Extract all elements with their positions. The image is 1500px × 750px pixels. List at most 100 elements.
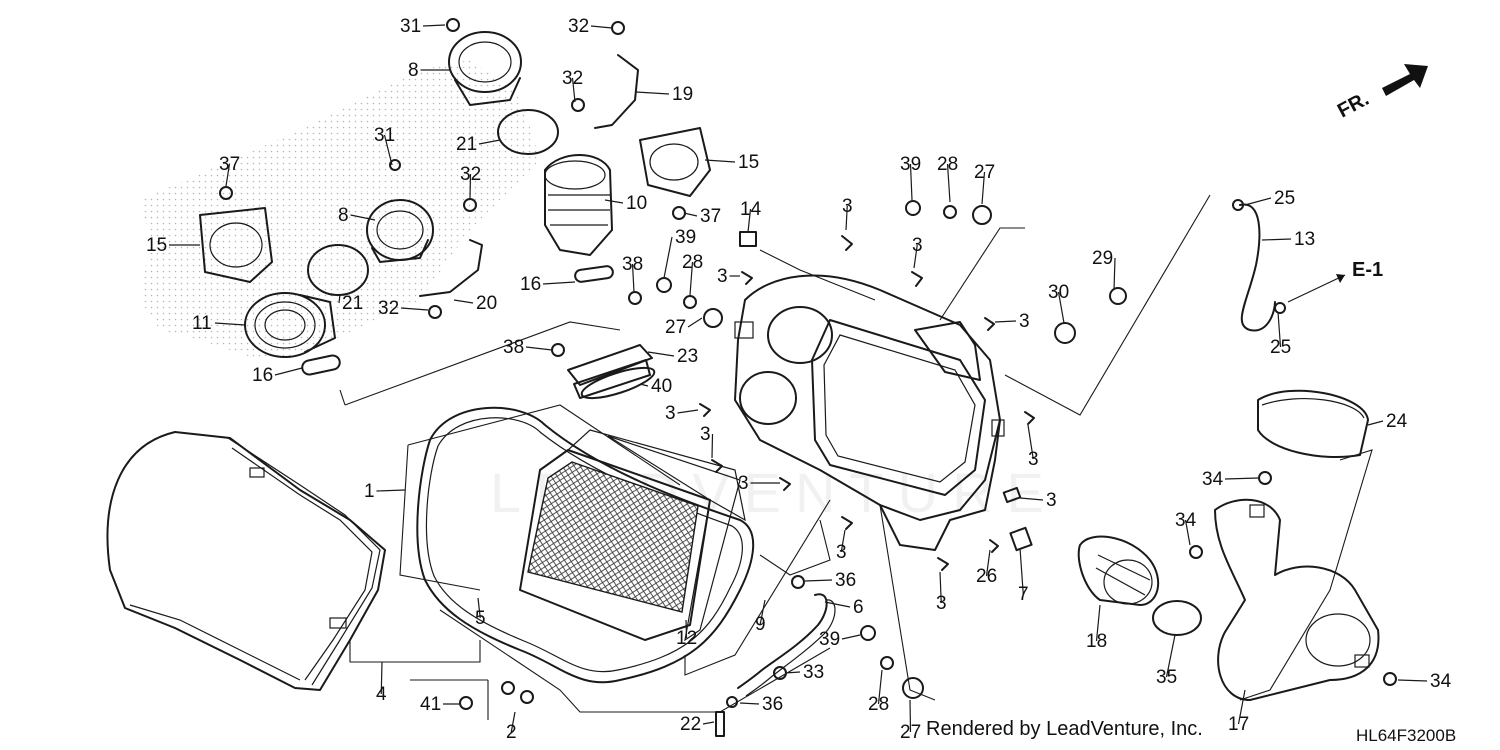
leader-line: [1019, 547, 1024, 595]
leader-line: [525, 346, 553, 351]
callout-3: 3: [842, 196, 853, 217]
callout-11: 11: [192, 313, 212, 334]
callout-7: 7: [1018, 584, 1029, 605]
callout-35: 35: [1156, 667, 1177, 688]
callout-8: 8: [338, 205, 349, 226]
callout-17: 17: [1228, 714, 1249, 735]
callout-39: 39: [819, 629, 840, 650]
leader-line: [1019, 497, 1044, 501]
leader-line: [604, 199, 624, 204]
gasket-seal-inner: [425, 417, 743, 673]
leader-line: [685, 619, 688, 639]
callout-36: 36: [835, 570, 856, 591]
callout-34: 34: [1175, 510, 1197, 531]
callout-24: 24: [1386, 411, 1408, 432]
leader-line: [909, 699, 912, 733]
callout-40: 40: [651, 376, 672, 397]
callout-32: 32: [568, 16, 589, 37]
leader-line: [1165, 634, 1176, 678]
callout-28: 28: [868, 694, 889, 715]
callout-13: 13: [1294, 229, 1315, 250]
callout-16: 16: [520, 274, 541, 295]
callout-3: 3: [936, 593, 947, 614]
leader-line: [939, 571, 942, 604]
callout-3: 3: [1046, 490, 1057, 511]
leader-line: [759, 599, 766, 625]
leader-line: [677, 409, 699, 414]
clip-set: [699, 235, 1035, 571]
leader-line: [214, 322, 246, 326]
leader-line: [510, 711, 516, 733]
leader-line: [909, 163, 913, 201]
leader-line: [711, 433, 714, 459]
callout-23: 23: [677, 346, 698, 367]
leader-line: [469, 173, 472, 199]
callout-15: 15: [146, 235, 167, 256]
callout-18: 18: [1086, 631, 1107, 652]
diagram-code: HL64F3200B: [1356, 726, 1457, 745]
callout-37: 37: [700, 206, 721, 227]
shading-region: [140, 60, 540, 360]
callout-28: 28: [937, 154, 958, 175]
leader-line: [702, 721, 715, 725]
leader-line: [841, 634, 861, 640]
bracket-20: [419, 239, 483, 297]
callout-39: 39: [675, 227, 696, 248]
callout-12: 12: [676, 628, 697, 649]
front-direction-indicator: FR.: [1334, 64, 1428, 122]
leader-line: [383, 134, 393, 166]
leader-line: [1397, 679, 1428, 682]
callout-6: 6: [853, 597, 864, 618]
callout-3: 3: [836, 542, 847, 563]
leader-line: [1184, 519, 1191, 546]
clamp-lower: [307, 244, 369, 296]
leader-line: [985, 549, 991, 577]
leader-line: [1367, 420, 1384, 426]
callout-3: 3: [1028, 449, 1039, 470]
callout-3: 3: [738, 473, 749, 494]
leader-line: [477, 597, 481, 619]
intake-boot-10: [544, 154, 613, 256]
leader-line: [1027, 424, 1034, 460]
hose-6-outline: [745, 599, 836, 697]
grouping-lines: [339, 194, 1373, 720]
reference-arrow: E-1: [1287, 259, 1383, 303]
clamp-35: [1152, 600, 1202, 636]
callout-16: 16: [252, 365, 273, 386]
leader-line: [635, 91, 670, 95]
callout-37: 37: [219, 154, 240, 175]
callout-21: 21: [342, 293, 363, 314]
leader-line: [478, 139, 501, 145]
callout-3: 3: [665, 403, 676, 424]
leader-line: [804, 579, 833, 582]
callout-32: 32: [562, 68, 583, 89]
callout-28: 28: [682, 252, 703, 273]
leader-line: [1277, 311, 1282, 348]
callout-30: 30: [1048, 282, 1069, 303]
leader-line: [747, 208, 752, 233]
callout-27: 27: [974, 162, 995, 183]
callout-27: 27: [665, 317, 686, 338]
leader-line: [1113, 257, 1116, 291]
leader-line: [739, 702, 760, 705]
callout-22: 22: [680, 714, 701, 735]
leader-line: [784, 671, 801, 674]
joint-16-upper: [574, 265, 614, 283]
callout-38: 38: [503, 337, 524, 358]
leader-line: [824, 601, 851, 608]
callout-3: 3: [912, 235, 923, 256]
clamp-upper: [497, 109, 559, 155]
hose-13: [1239, 203, 1276, 332]
connecting-boot-18: [1077, 535, 1160, 606]
leader-line: [845, 205, 848, 231]
duct-ring-24: [1257, 389, 1369, 458]
leader-line: [639, 383, 649, 387]
leader-line: [946, 163, 951, 203]
leader-line: [877, 669, 883, 705]
callout-19: 19: [672, 84, 693, 105]
leader-line: [1237, 689, 1246, 725]
credit-text: Rendered by LeadVenture, Inc.: [926, 718, 1203, 740]
callout-34: 34: [1430, 671, 1452, 692]
intake-duct-lower: [366, 199, 434, 263]
